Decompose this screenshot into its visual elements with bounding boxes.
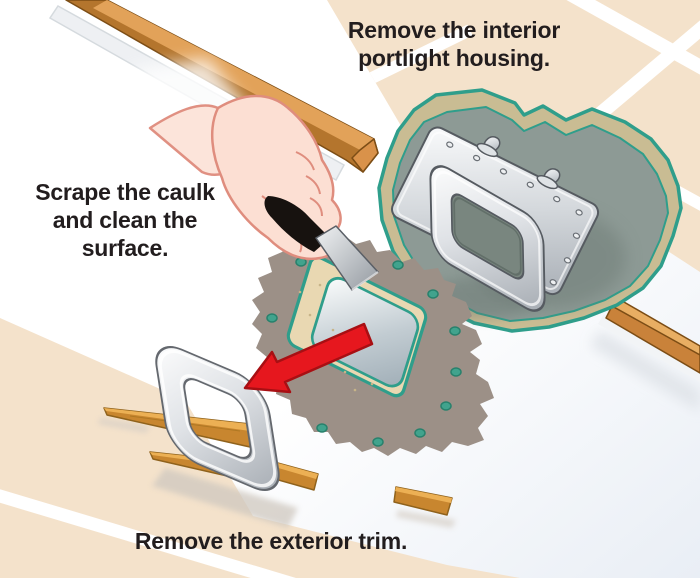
latch-dog <box>476 136 501 158</box>
scraper-blade <box>315 225 379 291</box>
caulk-speckles <box>298 283 374 392</box>
caption-remove-exterior: Remove the exterior trim. <box>134 528 408 554</box>
housing-barrel <box>429 165 546 312</box>
caption-remove-interior: Remove the interior portlight housing. <box>347 17 561 71</box>
interior-portlight-housing <box>391 126 600 312</box>
scraper-handle <box>264 196 330 252</box>
flange-screw-holes <box>446 141 583 286</box>
teak-rail-right <box>590 297 700 412</box>
exterior-trim-assembly <box>98 346 456 528</box>
latch-dog <box>536 168 561 190</box>
wood-wedge <box>393 486 453 516</box>
caption-scrape-caulk: Scrape the caulk and clean the surface. <box>35 179 215 261</box>
scraper-hand <box>148 94 379 291</box>
deck-tiles-bottom-left <box>0 318 520 578</box>
red-direction-arrow <box>243 322 374 394</box>
